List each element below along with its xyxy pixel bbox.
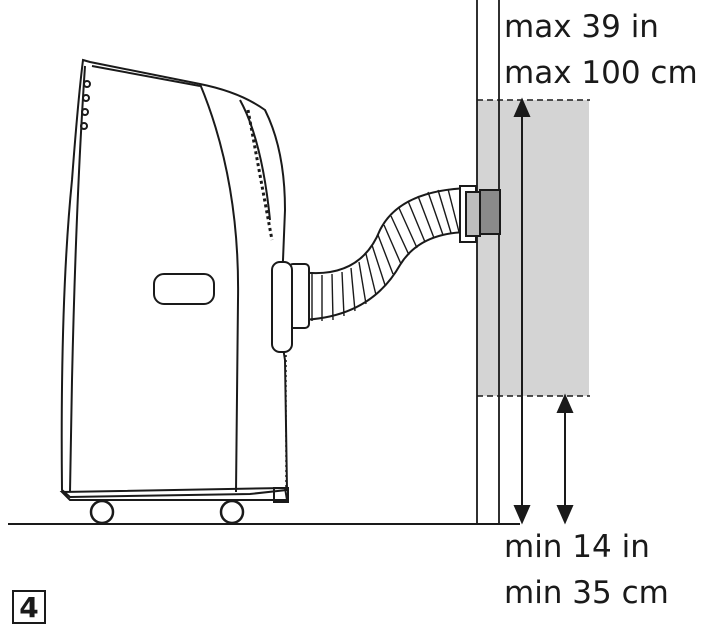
air-conditioner-unit — [62, 60, 288, 502]
max-centimeters-label: max 100 cm — [504, 58, 698, 89]
exhaust-hose — [272, 188, 470, 352]
max-inches-label: max 39 in — [504, 12, 659, 43]
figure-number: 4 — [12, 590, 46, 624]
min-inches-label: min 14 in — [504, 532, 650, 563]
wheels — [91, 501, 243, 523]
min-height-arrow — [558, 396, 572, 522]
min-centimeters-label: min 35 cm — [504, 578, 669, 609]
window-zone — [477, 100, 589, 396]
window-adapter — [460, 186, 500, 242]
